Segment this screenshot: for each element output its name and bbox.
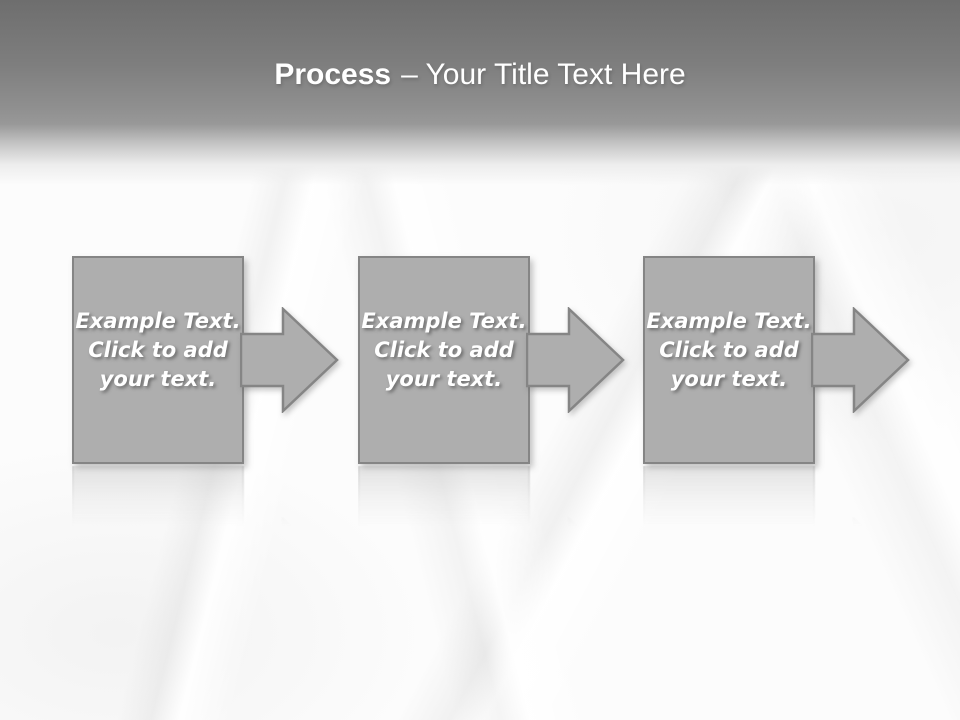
placeholder-line: Click to add [659, 337, 799, 362]
placeholder-line: Click to add [374, 337, 514, 362]
placeholder-text: Example Text. Click to add your text. [646, 307, 811, 394]
placeholder-line: your text. [99, 366, 217, 391]
placeholder-line: Example Text. [75, 308, 241, 333]
arrow-right-shape [526, 307, 625, 413]
process-step-1: Example Text. Click to add your text. [72, 256, 352, 556]
process-step-2: Example Text. Click to add your text. [358, 256, 638, 556]
placeholder-text: Example Text. Click to add your text. [75, 307, 240, 394]
arrow-right-shape [811, 307, 910, 413]
placeholder-line: Example Text. [361, 308, 527, 333]
arrow-right-shape [240, 307, 339, 413]
process-step-3-box[interactable]: Example Text. Click to add your text. [643, 256, 815, 464]
step-reflection [72, 466, 352, 546]
title-text: – Your Title Text Here [401, 58, 686, 91]
placeholder-line: your text. [670, 366, 788, 391]
placeholder-line: Example Text. [646, 308, 812, 333]
title-topic: Process [274, 58, 392, 91]
step-reflection [358, 466, 638, 546]
placeholder-line: your text. [385, 366, 503, 391]
step-reflection [643, 466, 923, 546]
title-band [0, 0, 960, 185]
process-step-2-box[interactable]: Example Text. Click to add your text. [358, 256, 530, 464]
placeholder-line: Click to add [88, 337, 228, 362]
placeholder-text: Example Text. Click to add your text. [361, 307, 526, 394]
process-step-1-box[interactable]: Example Text. Click to add your text. [72, 256, 244, 464]
slide-title[interactable]: Process – Your Title Text Here [0, 56, 960, 94]
process-step-3: Example Text. Click to add your text. [643, 256, 923, 556]
